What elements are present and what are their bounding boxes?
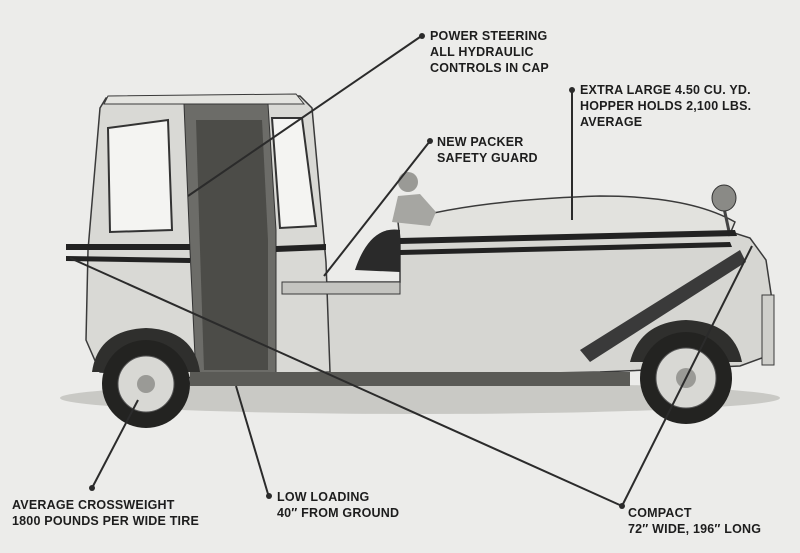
operator-body (392, 194, 436, 226)
cab-stripe-lower (66, 256, 190, 263)
chassis (190, 372, 630, 386)
door-interior (196, 120, 268, 370)
rear-bumper (761, 294, 775, 366)
callout-power-steering: POWER STEERING ALL HYDRAULIC CONTROLS IN… (430, 28, 549, 76)
callout-line: HOPPER HOLDS 2,100 LBS. (580, 99, 752, 113)
callout-line: COMPACT (628, 506, 692, 520)
side-window (270, 117, 318, 230)
front-hub-center (137, 375, 155, 393)
callout-line: LOW LOADING (277, 490, 370, 504)
callout-compact: COMPACT 72″ WIDE, 196″ LONG (628, 505, 761, 537)
cab-stripe-rear (276, 244, 326, 252)
dot-guard (427, 138, 433, 144)
callout-line: 1800 POUNDS PER WIDE TIRE (12, 514, 199, 528)
cab-roof (103, 93, 306, 105)
callout-crossweight: AVERAGE CROSSWEIGHT 1800 POUNDS PER WIDE… (12, 497, 199, 529)
leader-compact-width (621, 245, 753, 507)
dot-hopper (569, 87, 575, 93)
callout-line: AVERAGE (580, 115, 643, 129)
beacon-light (711, 184, 737, 212)
callout-line: NEW PACKER (437, 135, 524, 149)
callout-line: EXTRA LARGE 4.50 CU. YD. (580, 83, 751, 97)
callout-hopper: EXTRA LARGE 4.50 CU. YD. HOPPER HOLDS 2,… (580, 82, 751, 130)
callout-line: POWER STEERING (430, 29, 548, 43)
leader-loading (235, 385, 269, 495)
loading-sill (281, 281, 401, 295)
packer-opening (355, 229, 400, 272)
callout-line: ALL HYDRAULIC (430, 45, 534, 59)
operator-head (398, 172, 418, 192)
hopper-diagonal-stripe (580, 250, 746, 362)
leader-compact-length (69, 257, 623, 507)
callout-line: CONTROLS IN CAP (430, 61, 549, 75)
dot-crossweight (89, 485, 95, 491)
cab-stripe-upper (66, 244, 190, 250)
dot-steering (419, 33, 425, 39)
ground-shadow (60, 382, 780, 414)
callout-line: AVERAGE CROSSWEIGHT (12, 498, 175, 512)
leader-crossweight (91, 399, 139, 489)
hopper-lid (397, 195, 736, 241)
hopper-stripe-lower (400, 242, 732, 255)
callout-packer-guard: NEW PACKER SAFETY GUARD (437, 134, 538, 166)
callout-line: SAFETY GUARD (437, 151, 538, 165)
hopper-stripe-upper (400, 230, 737, 244)
callout-line: 72″ WIDE, 196″ LONG (628, 522, 762, 536)
dot-compact (619, 503, 625, 509)
leader-guard (323, 140, 431, 277)
callout-line: 40″ FROM GROUND (277, 506, 400, 520)
dot-loading (266, 493, 272, 499)
leader-steering (187, 36, 421, 197)
callout-low-loading: LOW LOADING 40″ FROM GROUND (277, 489, 399, 521)
front-window (106, 118, 174, 234)
